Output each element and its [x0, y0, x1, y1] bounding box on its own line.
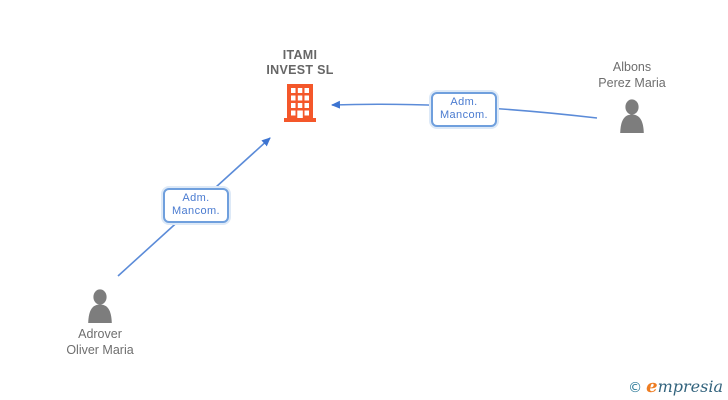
relation-label-albons: Adm. Mancom.: [431, 92, 497, 127]
company-node[interactable]: [284, 84, 316, 122]
company-name-line1: ITAMI: [282, 48, 318, 62]
company-name: ITAMI INVEST SL: [230, 48, 370, 78]
brand-initial: e: [646, 376, 658, 397]
person-name-albons: Albons Perez Maria: [567, 60, 697, 91]
relation-label-line1: Adm.: [450, 96, 478, 108]
person-node-albons[interactable]: [617, 99, 647, 133]
person-name-line1: Adrover: [78, 327, 122, 341]
relation-label-adrover: Adm. Mancom.: [163, 188, 229, 223]
person-name-line2: Perez Maria: [598, 75, 666, 90]
copyright-icon: ©: [628, 380, 643, 396]
person-name-adrover: Adrover Oliver Maria: [35, 327, 165, 358]
person-icon: [620, 99, 644, 133]
relation-label-line2: Mancom.: [439, 109, 489, 121]
brand-name: mpresia: [657, 377, 723, 396]
relation-label-line2: Mancom.: [171, 205, 221, 217]
relation-label-line1: Adm.: [182, 192, 210, 204]
building-icon: [284, 84, 316, 122]
person-node-adrover[interactable]: [85, 289, 115, 323]
person-name-line2: Oliver Maria: [66, 342, 134, 357]
person-name-line1: Albons: [612, 60, 652, 74]
person-icon: [88, 289, 112, 323]
company-name-line2: INVEST SL: [266, 63, 334, 77]
